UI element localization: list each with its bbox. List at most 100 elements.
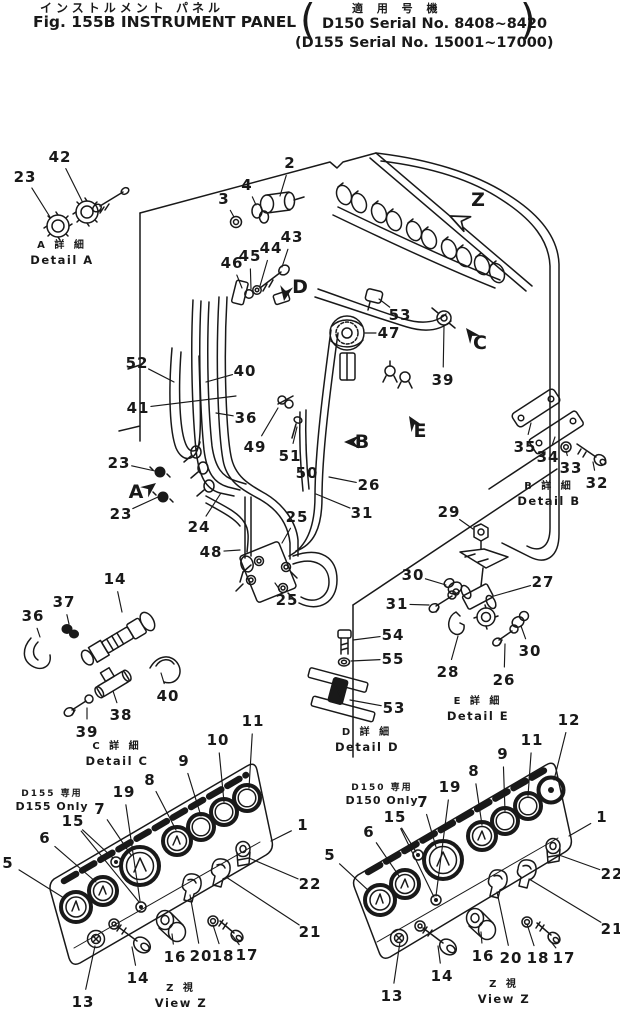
callout-13: 13 [380, 987, 404, 1005]
view-arrows [140, 215, 481, 498]
leader-line [409, 603, 430, 606]
view-arrow-Z [449, 215, 472, 233]
leader-line [292, 426, 298, 444]
leader-line [475, 783, 483, 826]
leader-line [150, 395, 237, 407]
leader-line [520, 625, 527, 640]
leader-line [565, 450, 568, 457]
title-japanese: インストルメント パネル [40, 1, 224, 15]
detail-e-assembly [428, 523, 530, 647]
callout-33: 33 [559, 459, 583, 477]
callout-23: 23 [109, 505, 133, 523]
callout-23: 23 [13, 168, 37, 186]
leader-line [261, 407, 279, 437]
callout-30: 30 [401, 566, 425, 584]
view-arrow-E [409, 416, 423, 433]
detail-c-assembly [23, 611, 181, 718]
callout-22: 22 [298, 875, 322, 893]
callout-4: 4 [241, 176, 253, 194]
callout-11: 11 [241, 712, 265, 730]
callout-35: 35 [513, 438, 537, 456]
callout-14: 14 [126, 969, 150, 987]
callout-27: 27 [531, 573, 555, 591]
callout-24: 24 [187, 518, 211, 536]
leader-line [85, 945, 96, 990]
leader-line [36, 627, 41, 638]
callout-8: 8 [144, 771, 156, 789]
view-letter-D: D [292, 276, 308, 298]
leader-line [81, 829, 114, 859]
leader-line [171, 933, 174, 945]
callout-6: 6 [39, 829, 51, 847]
leader-line [527, 752, 532, 797]
leader-line [18, 869, 65, 899]
leader-line [435, 799, 449, 897]
leader-line [328, 476, 357, 484]
callout-16: 16 [163, 948, 187, 966]
callout-36: 36 [234, 409, 258, 427]
callout-47: 47 [377, 324, 401, 342]
wiring-harness [314, 288, 456, 389]
callout-21: 21 [298, 923, 322, 941]
callout-45: 45 [238, 247, 262, 265]
callout-21: 21 [600, 920, 620, 938]
callout-43: 43 [280, 228, 304, 246]
callout-50: 50 [295, 464, 319, 482]
leader-line [547, 937, 557, 949]
leader-line [229, 209, 235, 218]
view-letter-C: C [473, 332, 487, 354]
leader-line [160, 672, 165, 685]
callout-5: 5 [324, 846, 336, 864]
callout-3: 3 [218, 190, 230, 208]
leader-line [132, 496, 159, 510]
coil-guard-47 [329, 315, 365, 381]
callout-39: 39 [75, 723, 99, 741]
figure-title: Fig. 155B INSTRUMENT PANEL [33, 13, 297, 31]
callout-16: 16 [471, 947, 495, 965]
leader-line [205, 492, 222, 517]
callout-48: 48 [199, 543, 223, 561]
leader-line [131, 465, 156, 472]
leader-line [527, 422, 532, 435]
leader-line [212, 924, 220, 945]
callout-26: 26 [492, 671, 516, 689]
leader-line [279, 174, 287, 197]
leader-line [568, 822, 592, 837]
leader-line [251, 196, 257, 206]
leader-line [187, 772, 202, 817]
leader-line [442, 325, 445, 368]
leader-line [553, 732, 567, 781]
paren-open: ( [300, 0, 316, 45]
detail-b-assembly [511, 388, 607, 467]
leader-line [426, 813, 437, 848]
leader-line [215, 412, 234, 417]
view-arrow-A [140, 483, 156, 498]
leader-line [400, 828, 435, 898]
detail-d-assembly [307, 629, 376, 723]
leader-line [551, 436, 556, 446]
callout-1: 1 [297, 816, 309, 834]
leader-line [592, 461, 596, 471]
leader-line [281, 527, 292, 544]
leader-line [496, 891, 509, 946]
leader-line [248, 733, 253, 789]
callout-15: 15 [61, 812, 85, 830]
callout-9: 9 [178, 752, 190, 770]
callout-19: 19 [112, 783, 136, 801]
view-letter-Z: Z [471, 189, 485, 211]
callout-54: 54 [381, 626, 405, 644]
callout-38: 38 [109, 706, 133, 724]
callout-7: 7 [94, 800, 106, 818]
callout-20: 20 [499, 949, 523, 967]
console-assembly [118, 152, 560, 758]
callout-22: 22 [600, 865, 620, 883]
view-letter-E: E [413, 420, 427, 442]
leader-line [437, 945, 441, 964]
callout-8: 8 [468, 762, 480, 780]
leader-line [528, 878, 602, 923]
callout-9: 9 [497, 745, 509, 763]
switch-and-fittings-top [229, 191, 305, 306]
